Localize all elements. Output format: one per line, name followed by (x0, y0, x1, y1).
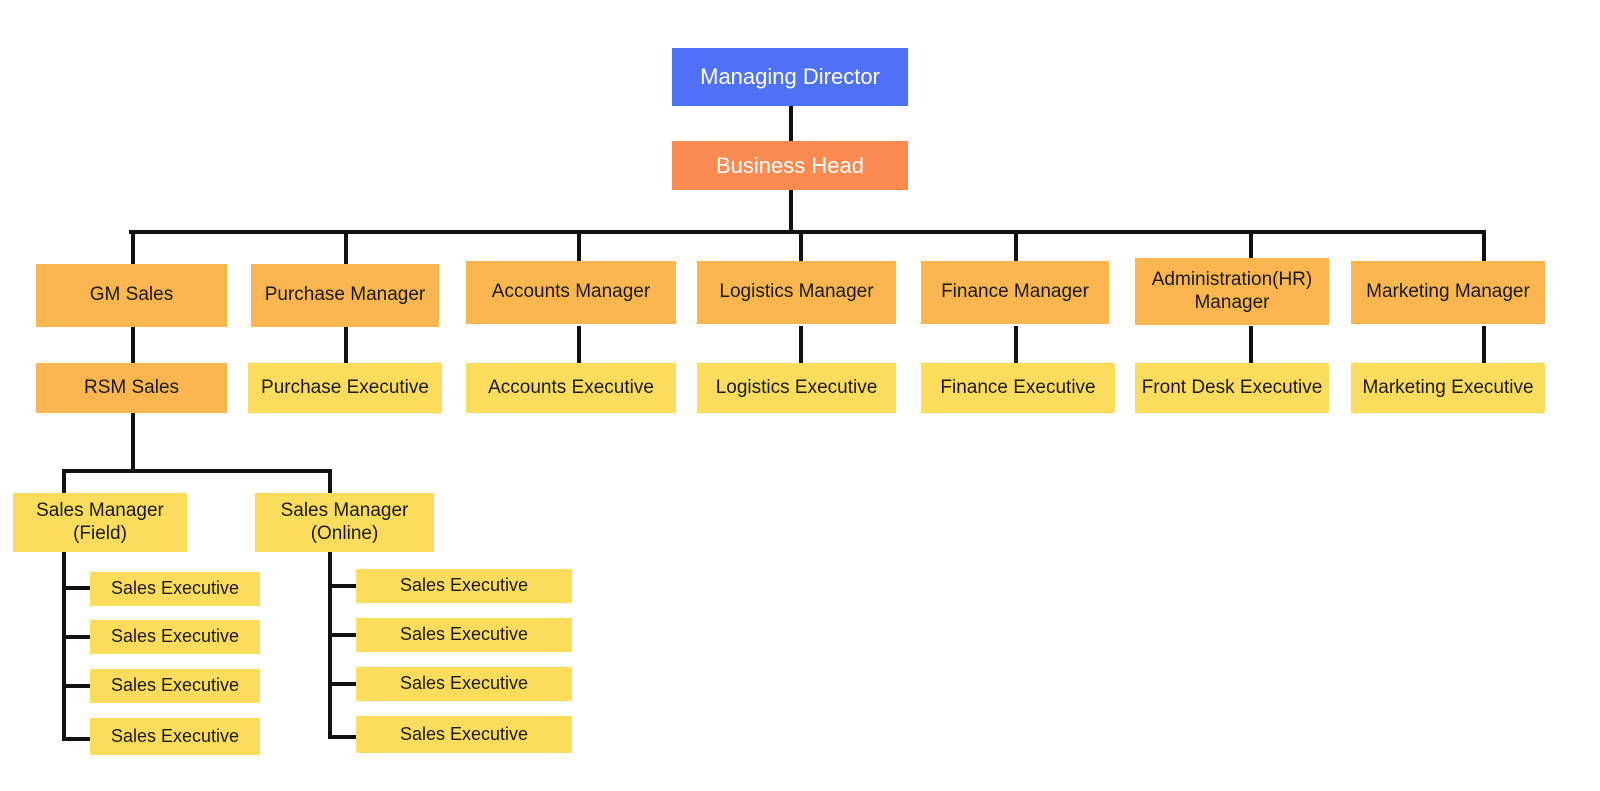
node-label: Business Head (716, 152, 864, 178)
node-label: Sales Manager (Field) (36, 500, 164, 544)
connector-accounts-manager-to-executive (577, 326, 581, 366)
connector-purchase-manager-to-executive (344, 326, 348, 366)
connector-bus-to-sales-manager-online (328, 469, 332, 495)
node-label: Front Desk Executive (1141, 376, 1323, 398)
connector-bus-to-finance-manager (1014, 230, 1018, 266)
connector-field-stub-2 (62, 635, 92, 639)
node-accounts-executive[interactable]: Accounts Executive (466, 363, 676, 413)
node-label: Marketing Executive (1362, 376, 1534, 398)
connector-director-to-head (789, 105, 793, 143)
node-logistics-executive[interactable]: Logistics Executive (697, 363, 896, 413)
connector-online-stub-1 (328, 584, 358, 588)
connector-field-stub-1 (62, 586, 92, 590)
connector-finance-manager-to-executive (1014, 326, 1018, 366)
node-label: Finance Manager (941, 281, 1089, 303)
connector-online-stub-3 (328, 682, 358, 686)
node-label: Sales Executive (399, 624, 529, 645)
node-label: Sales Executive (399, 723, 529, 744)
connector-online-stub-4 (328, 735, 358, 739)
connector-head-drop (789, 188, 793, 232)
node-field-sales-executive-1[interactable]: Sales Executive (90, 572, 260, 606)
node-business-head[interactable]: Business Head (672, 141, 908, 190)
node-label: Purchase Manager (264, 284, 426, 306)
connector-field-stub-3 (62, 684, 92, 688)
node-label: Finance Executive (940, 376, 1096, 398)
node-marketing-executive[interactable]: Marketing Executive (1351, 363, 1545, 413)
connector-rsm-sales-drop (131, 413, 135, 473)
node-label: RSM Sales (83, 376, 180, 398)
node-label: Sales Manager (Online) (280, 500, 409, 544)
connector-bus-to-admin-hr-manager (1249, 230, 1253, 266)
node-marketing-manager[interactable]: Marketing Manager (1351, 261, 1545, 324)
node-label: Purchase Executive (261, 376, 429, 398)
node-finance-executive[interactable]: Finance Executive (921, 363, 1115, 413)
connector-bus-to-gm-sales (131, 230, 135, 266)
node-online-sales-executive-3[interactable]: Sales Executive (356, 667, 572, 701)
node-accounts-manager[interactable]: Accounts Manager (466, 261, 676, 324)
connector-gm-sales-to-rsm-sales (131, 326, 135, 366)
node-label: Sales Executive (110, 578, 240, 599)
node-front-desk-executive[interactable]: Front Desk Executive (1135, 363, 1329, 413)
node-label: Accounts Manager (491, 281, 651, 303)
connector-field-spine (62, 552, 66, 741)
node-online-sales-executive-1[interactable]: Sales Executive (356, 569, 572, 603)
connector-logistics-manager-to-executive (799, 326, 803, 366)
node-label: Marketing Manager (1366, 281, 1530, 303)
connector-bus-to-marketing-manager (1482, 230, 1486, 266)
node-sales-manager-field[interactable]: Sales Manager (Field) (13, 493, 187, 552)
node-label: Sales Executive (399, 673, 529, 694)
connector-bus-to-sales-manager-field (62, 469, 66, 495)
connector-marketing-manager-to-executive (1482, 326, 1486, 366)
connector-bus-to-accounts-manager (577, 230, 581, 266)
connector-sales-manager-bus (62, 469, 332, 473)
node-label: Logistics Manager (719, 281, 874, 303)
node-label: Sales Executive (110, 626, 240, 647)
node-label: Accounts Executive (488, 376, 654, 398)
node-managing-director[interactable]: Managing Director (672, 48, 908, 106)
connector-field-stub-4 (62, 737, 92, 741)
node-logistics-manager[interactable]: Logistics Manager (697, 261, 896, 324)
node-gm-sales[interactable]: GM Sales (36, 264, 227, 327)
connector-manager-bus (129, 230, 1486, 234)
node-field-sales-executive-3[interactable]: Sales Executive (90, 669, 260, 703)
node-label: Administration(HR) Manager (1151, 269, 1313, 313)
node-purchase-executive[interactable]: Purchase Executive (248, 363, 442, 413)
node-administration-hr-manager[interactable]: Administration(HR) Manager (1135, 258, 1329, 325)
node-purchase-manager[interactable]: Purchase Manager (251, 264, 439, 327)
connector-bus-to-logistics-manager (799, 230, 803, 266)
connector-online-stub-2 (328, 633, 358, 637)
node-finance-manager[interactable]: Finance Manager (921, 261, 1109, 324)
node-label: Sales Executive (110, 675, 240, 696)
node-label: Sales Executive (399, 575, 529, 596)
connector-bus-to-purchase-manager (344, 230, 348, 266)
node-online-sales-executive-2[interactable]: Sales Executive (356, 618, 572, 652)
node-sales-manager-online[interactable]: Sales Manager (Online) (255, 493, 434, 552)
connector-online-spine (328, 552, 332, 739)
node-label: Managing Director (700, 64, 880, 90)
connector-admin-hr-manager-to-front-desk (1249, 326, 1253, 366)
node-field-sales-executive-4[interactable]: Sales Executive (90, 718, 260, 755)
node-rsm-sales[interactable]: RSM Sales (36, 363, 227, 413)
node-label: GM Sales (89, 284, 174, 306)
node-label: Logistics Executive (715, 376, 878, 398)
node-label: Sales Executive (110, 725, 240, 746)
node-field-sales-executive-2[interactable]: Sales Executive (90, 620, 260, 654)
node-online-sales-executive-4[interactable]: Sales Executive (356, 716, 572, 753)
